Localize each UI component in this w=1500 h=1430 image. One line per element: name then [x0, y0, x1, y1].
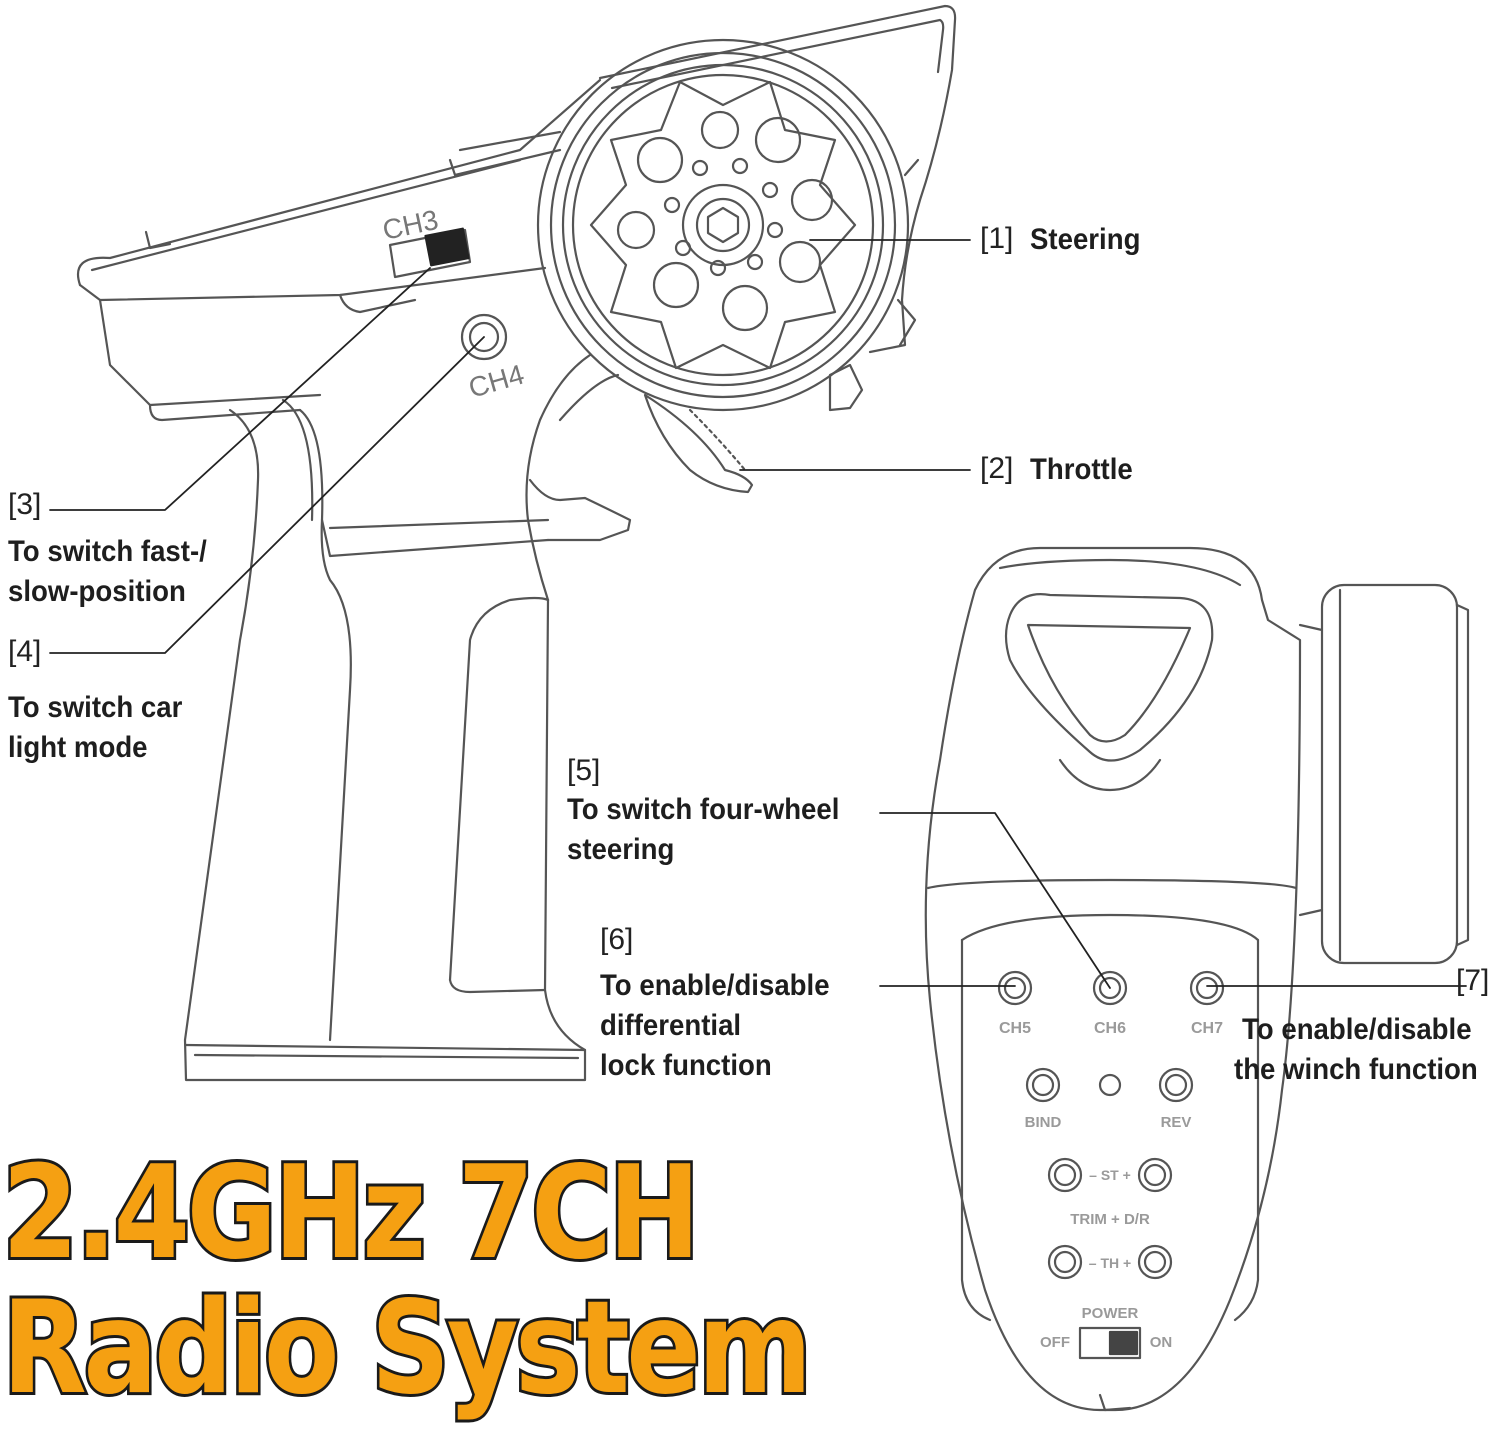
bind-label: BIND [1025, 1114, 1062, 1131]
leader-line-ch6 [879, 812, 1111, 989]
callout-6-text-line2: differential [600, 1009, 742, 1042]
steering-wheel [536, 38, 920, 412]
callout-1-text: Steering [1030, 223, 1141, 256]
callout-4-number: [4] [8, 635, 42, 668]
off-label: OFF [1040, 1334, 1070, 1351]
callout-6-number: [6] [600, 923, 634, 956]
rev-label: REV [1161, 1114, 1192, 1131]
callout-3-text-line1: To switch fast-/ [8, 535, 207, 568]
on-label: ON [1150, 1334, 1173, 1351]
callout-7-text-line1: To enable/disable [1242, 1013, 1472, 1046]
callout-7-number: [7] [1456, 964, 1490, 997]
transmitter-body: CH3 CH4 [77, 4, 957, 1082]
callout-2-number: [2] [980, 452, 1014, 485]
th-trim-label: – TH + [1089, 1255, 1131, 1271]
st-trim-label: – ST + [1089, 1167, 1131, 1183]
callout-3-number: [3] [8, 488, 42, 521]
ch4-label: CH4 [465, 359, 527, 404]
callout-6-text-line1: To enable/disable [600, 969, 830, 1002]
title-line2: Radio System [0, 1274, 815, 1423]
callout-7-text-line2: the winch function [1234, 1053, 1478, 1086]
callout-4-text-line1: To switch car [8, 691, 183, 724]
trim-dr-label: TRIM + D/R [1070, 1211, 1150, 1228]
ch6-label: CH6 [1094, 1020, 1126, 1037]
ch7-label: CH7 [1191, 1020, 1223, 1037]
leader-line-ch4 [49, 336, 485, 654]
callout-6-text-line3: lock function [600, 1049, 772, 1082]
callout-1-number: [1] [980, 222, 1014, 255]
ch5-label: CH5 [999, 1020, 1031, 1037]
callout-5-number: [5] [567, 754, 601, 787]
leader-lines [49, 239, 1467, 989]
callout-3-text-line2: slow-position [8, 575, 186, 608]
title-line1: 2.4GHz 7CH [0, 1139, 703, 1288]
callout-5-text-line2: steering [567, 833, 675, 866]
panel-labels: CH5 CH6 CH7 BIND REV – ST + TRIM + D/R –… [999, 1020, 1223, 1351]
transmitter-back-view [924, 546, 1470, 1412]
power-label: POWER [1082, 1305, 1139, 1322]
leader-line-ch3 [49, 267, 431, 511]
callout-5-text-line1: To switch four-wheel [567, 793, 840, 826]
callout-2-text: Throttle [1030, 453, 1133, 486]
callout-4-text-line2: light mode [8, 731, 148, 764]
